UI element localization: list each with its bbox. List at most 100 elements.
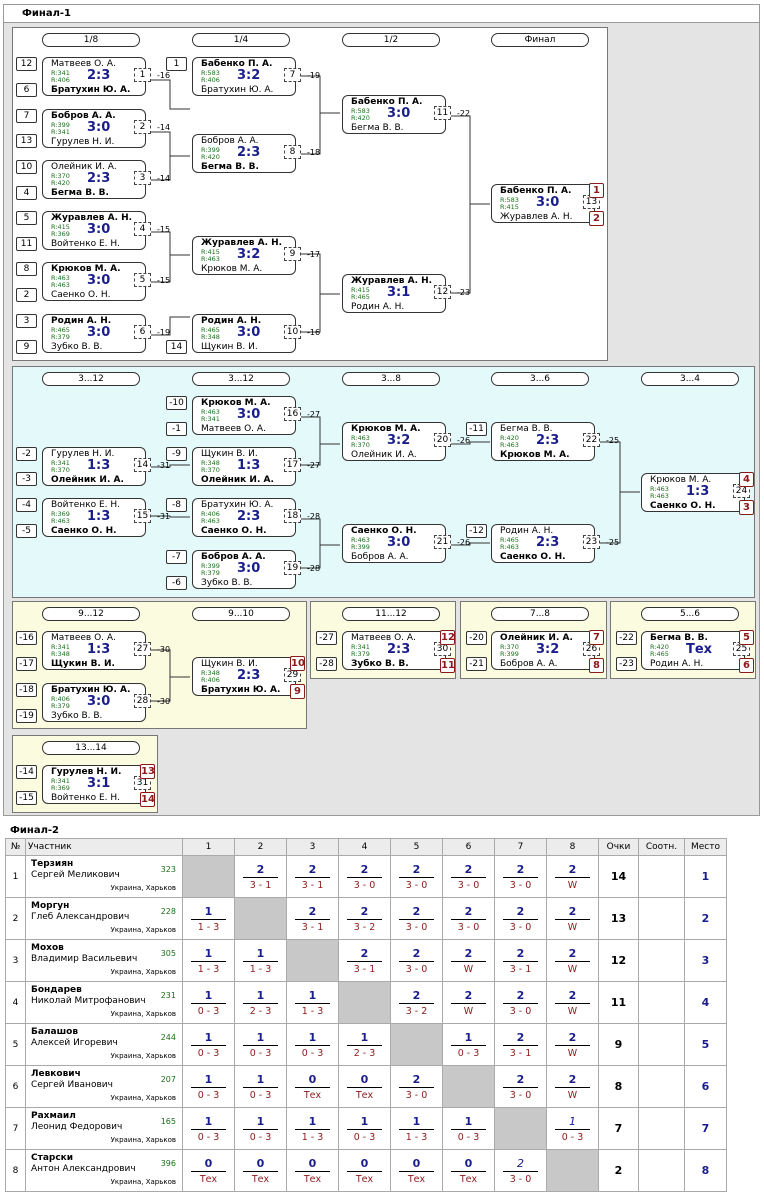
- match-number: 23: [583, 535, 600, 549]
- player-bottom: Бегма В. В.: [51, 188, 109, 198]
- result-points: 1: [555, 1112, 590, 1130]
- participant-name: Антон Александрович: [31, 1164, 136, 1174]
- player-top: Бобров А. А.: [51, 111, 116, 121]
- col-place: Место: [684, 838, 727, 856]
- rating-bottom: R:463: [650, 492, 669, 500]
- result-score: 0 - 3: [249, 1089, 272, 1101]
- round-header-1-2: 1/2: [342, 33, 440, 47]
- match-score: 3:0: [387, 535, 411, 550]
- result-score: 0 - 3: [197, 1131, 220, 1143]
- rating-bottom: R:415: [500, 203, 519, 211]
- rating-top: R:463: [650, 485, 669, 493]
- participant-rating: 396: [160, 1159, 176, 1168]
- ratio-cell: [638, 1149, 685, 1192]
- place-cell: 4: [684, 981, 727, 1024]
- match-score: 3:0: [237, 325, 261, 340]
- result-points: 0: [399, 1154, 434, 1172]
- self-cell: [286, 939, 339, 982]
- loser-destination: -14: [157, 123, 171, 132]
- player-bottom: Зубко В. В.: [351, 659, 409, 669]
- match-number: 12: [434, 285, 451, 299]
- loser-destination: -26: [457, 538, 471, 547]
- rating-top: R:399: [201, 146, 220, 154]
- participant-surname: Балашов: [31, 1027, 79, 1037]
- player-bottom: Гурулев Н. И.: [51, 137, 115, 147]
- round-header-3-12-b: 3...12: [192, 372, 290, 386]
- player-bottom: Войтенко Е. Н.: [51, 793, 121, 803]
- result-points: 2: [243, 860, 278, 878]
- player-top: Бабенко П. А.: [500, 186, 572, 196]
- place-badge: 3: [739, 500, 754, 515]
- seed-box: -19: [16, 709, 37, 723]
- rating-top: R:341: [51, 69, 70, 77]
- round-header-9-12: 9...12: [42, 607, 140, 621]
- result-points: 0: [347, 1070, 382, 1088]
- result-score: 3 - 0: [509, 1089, 532, 1101]
- result-score: W: [567, 921, 578, 933]
- result-score: 3 - 0: [405, 1089, 428, 1101]
- rating-top: R:583: [351, 107, 370, 115]
- match-score: 2:3: [237, 509, 261, 524]
- rating-top: R:583: [201, 69, 220, 77]
- round-header-3-8: 3...8: [342, 372, 440, 386]
- player-bottom: Матвеев О. А.: [201, 424, 266, 434]
- match-number: 8: [284, 145, 301, 159]
- seed-box: 14: [166, 340, 187, 354]
- result-points: 2: [555, 1070, 590, 1088]
- player-bottom: Саенко О. Н.: [51, 526, 117, 536]
- participant-rating: 231: [160, 991, 176, 1000]
- match-score: 3:0: [387, 106, 411, 121]
- player-top: Родин А. Н.: [201, 316, 262, 326]
- rating-bottom: R:348: [201, 333, 220, 341]
- participant-surname: Терзиян: [31, 859, 74, 869]
- col-points: Очки: [598, 838, 639, 856]
- match-number: 15: [134, 509, 151, 523]
- result-score: 0 - 3: [457, 1131, 480, 1143]
- seed-box: -21: [466, 657, 487, 671]
- rating-bottom: R:465: [351, 293, 370, 301]
- result-points: 2: [347, 944, 382, 962]
- result-score: 0 - 3: [197, 1005, 220, 1017]
- rating-top: R:465: [201, 326, 220, 334]
- match-number: 3: [134, 171, 151, 185]
- result-points: 2: [451, 986, 486, 1004]
- player-top: Гурулев Н. И.: [51, 449, 115, 459]
- result-score: W: [567, 1047, 578, 1059]
- row-number: 2: [5, 897, 26, 940]
- player-bottom: Зубко В. В.: [201, 578, 253, 588]
- rating-top: R:406: [201, 510, 220, 518]
- participant-city: Украина, Харьков: [110, 1052, 176, 1060]
- player-top: Бабенко П. А.: [201, 59, 273, 69]
- rating-bottom: R:463: [500, 543, 519, 551]
- result-score: 3 - 1: [353, 963, 376, 975]
- place-cell: 5: [684, 1023, 727, 1066]
- row-number: 1: [5, 855, 26, 898]
- row-number: 5: [5, 1023, 26, 1066]
- result-score: Тех: [355, 1089, 374, 1101]
- place-badge: 12: [440, 630, 455, 645]
- player-bottom: Саенко О. Н.: [500, 552, 566, 562]
- result-score: Тех: [251, 1173, 270, 1185]
- player-bottom: Саенко О. Н.: [201, 526, 267, 536]
- match-score: 3:0: [237, 561, 261, 576]
- rating-bottom: R:341: [201, 415, 220, 423]
- rating-bottom: R:465: [650, 650, 669, 658]
- points-cell: 13: [598, 897, 639, 940]
- place-cell: 7: [684, 1107, 727, 1150]
- rating-top: R:370: [51, 172, 70, 180]
- match-score: 2:3: [87, 68, 111, 83]
- rating-top: R:341: [51, 459, 70, 467]
- result-points: 1: [191, 1028, 226, 1046]
